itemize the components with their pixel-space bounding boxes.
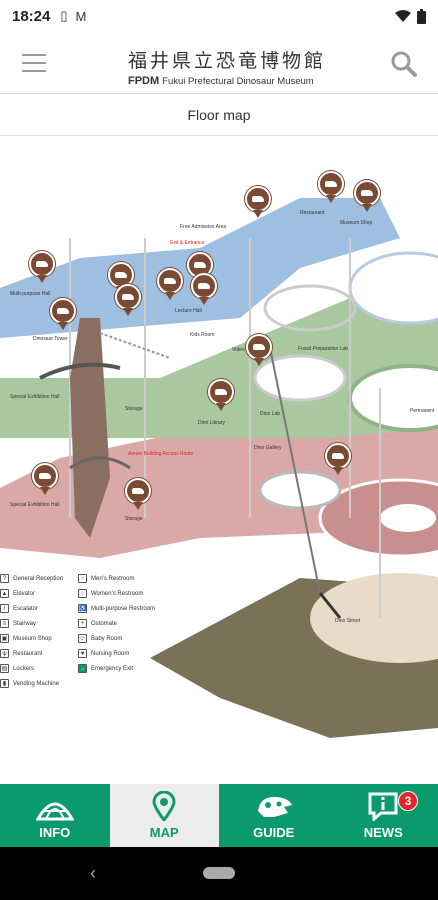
label-dinosaur-tower: Dinosaur Tower (33, 336, 68, 342)
label-dino-lab: Dino Lab (260, 411, 281, 417)
exhibit-pin[interactable] (246, 334, 272, 368)
elevator-icon: ▲ (0, 589, 9, 598)
mens-restroom-icon: ♂ (78, 574, 87, 583)
tab-info-label: INFO (39, 825, 71, 840)
menu-icon[interactable] (22, 54, 46, 72)
system-nav-bar: ‹ (0, 847, 438, 900)
info-bubble-icon (368, 792, 398, 821)
escalator-icon: / (0, 604, 9, 613)
wifi-icon (395, 9, 411, 22)
legend-item: ≡Stairway (0, 619, 36, 628)
exhibit-pin[interactable] (50, 298, 76, 332)
label-exit-entrance: Exit & Entrance (170, 240, 205, 246)
exhibit-pin[interactable] (191, 273, 217, 307)
title-abbr: FPDM (128, 75, 160, 87)
stairway-icon: ≡ (0, 619, 9, 628)
home-pill[interactable] (203, 867, 235, 879)
label-fossil-preparation-lab: Fossil Preparation Lab (298, 346, 349, 352)
exhibit-pin[interactable] (325, 443, 351, 477)
map-pin-icon (152, 791, 176, 821)
exhibit-pin[interactable] (32, 463, 58, 497)
back-icon[interactable]: ‹ (90, 863, 96, 883)
tab-guide-label: GUIDE (253, 825, 295, 840)
ostomate-icon: + (78, 619, 87, 628)
label-dino-street: Dino Street (335, 618, 361, 624)
lockers-icon: ▤ (0, 664, 9, 673)
tab-news[interactable]: NEWS 3 (328, 784, 438, 847)
baby-room-icon: ☺ (78, 634, 87, 643)
exhibit-pin[interactable] (125, 478, 151, 512)
legend-item: /Escalator (0, 604, 38, 613)
label-multi-purpose-hall: Multi-purpose Hall (10, 291, 51, 297)
legend-item: ♀Women's Restroom (78, 589, 143, 598)
legend-item: ▲Elevator (0, 589, 36, 598)
tab-news-label: NEWS (363, 825, 403, 840)
search-icon[interactable] (390, 50, 418, 78)
legend-item: +Ostomate (78, 619, 117, 628)
vending-icon: ▮ (0, 679, 9, 688)
multipurpose-restroom-icon: ♿ (78, 604, 87, 613)
floor-green (0, 298, 438, 438)
exhibit-pin[interactable] (115, 284, 141, 318)
tab-guide[interactable]: GUIDE (219, 784, 329, 847)
title-en: Fukui Prefectural Dinosaur Museum (162, 76, 314, 87)
label-permanent: Permanent (410, 408, 435, 414)
legend-item: ▤Lockers (0, 664, 35, 673)
legend-item: ♂Men's Restroom (78, 574, 135, 583)
news-badge: 3 (398, 791, 418, 811)
label-free-admission-area: Free Admission Area (180, 224, 227, 230)
label-storage-lower: Storage (125, 516, 143, 522)
tab-info[interactable]: INFO (0, 784, 110, 847)
status-bar: 18:24 ▯ M (0, 0, 438, 32)
legend-item: ?General Reception (0, 574, 63, 583)
label-museum-shop: Museum Shop (340, 220, 373, 226)
battery-icon (417, 8, 426, 24)
sim-icon: ▯ (60, 8, 68, 23)
floor-map-illustration (0, 198, 438, 738)
reception-icon: ? (0, 574, 9, 583)
legend-item: ☺Baby Room (78, 634, 123, 643)
exhibit-pin[interactable] (157, 268, 183, 302)
legend-item: ♥Nursing Room (78, 649, 129, 658)
exhibit-pin[interactable] (354, 180, 380, 214)
dinosaur-skull-icon (257, 797, 292, 817)
exhibit-pin[interactable] (245, 186, 271, 220)
label-restaurant: Restaurant (300, 210, 325, 216)
tab-map-label: MAP (149, 825, 179, 840)
legend-item: ▮Vending Machine (0, 679, 59, 688)
emergency-exit-icon: → (78, 664, 87, 673)
womens-restroom-icon: ♀ (78, 589, 87, 598)
page-title: Floor map (0, 94, 438, 136)
label-storage-upper: Storage (125, 406, 143, 412)
gmail-icon: M (75, 8, 87, 24)
legend-item: →Emergency Exit (78, 664, 134, 673)
label-annex-route: Annex Building Access Route (128, 451, 194, 457)
exhibit-pin[interactable] (208, 379, 234, 413)
label-dino-library: Dino Library (198, 420, 225, 426)
title-jp: 福井県立恐竜博物館 (128, 50, 327, 72)
tab-map[interactable]: MAP (109, 784, 219, 847)
label-kids-room: Kids Room (190, 332, 215, 338)
status-time: 18:24 (12, 7, 51, 25)
label-video: Video (232, 347, 245, 353)
legend-item: ♿Multi-purpose Restroom (78, 604, 156, 613)
exhibit-pin[interactable] (29, 251, 55, 285)
nursing-room-icon: ♥ (78, 649, 87, 658)
shop-icon: ▣ (0, 634, 9, 643)
label-special-exhibition-hall-upper: Special Exhibition Hall (10, 394, 60, 400)
label-special-exhibition-hall-lower: Special Exhibition Hall (10, 502, 60, 508)
label-dino-gallery: Dino Gallery (254, 445, 282, 451)
floor-map[interactable]: Free Admission Area Exit & Entrance Rest… (0, 138, 438, 784)
bottom-nav: INFO MAP GUIDE NEWS 3 (0, 784, 438, 847)
legend-item: ▣Museum Shop (0, 634, 52, 643)
museum-dome-icon (35, 802, 74, 821)
restaurant-icon: ψ (0, 649, 9, 658)
label-lecture-hall: Lecture Hall (175, 308, 202, 314)
exhibit-pin[interactable] (318, 171, 344, 205)
